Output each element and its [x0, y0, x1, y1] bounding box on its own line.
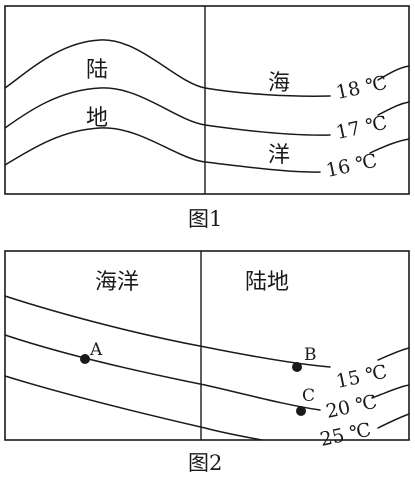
figure-1-land-char-1: 陆	[86, 58, 108, 83]
figure-2-frame	[4, 250, 410, 441]
figure-2-isotherm-15	[4, 295, 410, 368]
figure-1-frame	[4, 5, 410, 195]
figure-2-point-b	[292, 362, 302, 372]
figure-2-point-a-label: A	[89, 340, 103, 360]
figure-2-isotherm-25	[4, 375, 410, 441]
figure-1-isotherm-label-18: 18 ℃	[334, 72, 389, 104]
figure-1-isotherm-17	[4, 87, 410, 136]
figure-1-isotherm-label-17: 17 ℃	[334, 112, 389, 144]
figure-2-point-a	[80, 354, 90, 364]
figure-2-point-c	[296, 406, 306, 416]
figure-1-isotherm-label-16: 16 ℃	[324, 150, 379, 182]
figure-2-ocean-label: 海洋	[95, 270, 139, 295]
figure-2-isotherm-label-20: 20 ℃	[324, 391, 379, 423]
figure-1-caption: 图1	[188, 207, 222, 231]
figure-2-caption: 图2	[188, 451, 222, 475]
figure-1-ocean-char-2: 洋	[268, 143, 290, 168]
figure-1: 陆 地 海 洋 18 ℃ 17 ℃ 16 ℃ 图1	[4, 5, 410, 231]
figure-2-isotherm-label-15: 15 ℃	[334, 361, 389, 393]
figure-2-isotherm-label-25: 25 ℃	[318, 419, 373, 451]
figure-2-isotherm-20	[4, 334, 410, 411]
figure-1-ocean-char-1: 海	[268, 71, 290, 96]
figure-1-isotherm-18	[4, 39, 410, 97]
figure-2-point-c-label: C	[302, 386, 315, 406]
figure-2: 海洋 陆地 A B C 15 ℃ 20 ℃ 25 ℃ 图2	[4, 250, 410, 475]
figure-2-point-b-label: B	[304, 345, 317, 365]
figure-2-land-label: 陆地	[245, 270, 289, 295]
figure-1-land-char-2: 地	[86, 106, 108, 131]
figure-1-isotherm-16	[4, 127, 410, 173]
